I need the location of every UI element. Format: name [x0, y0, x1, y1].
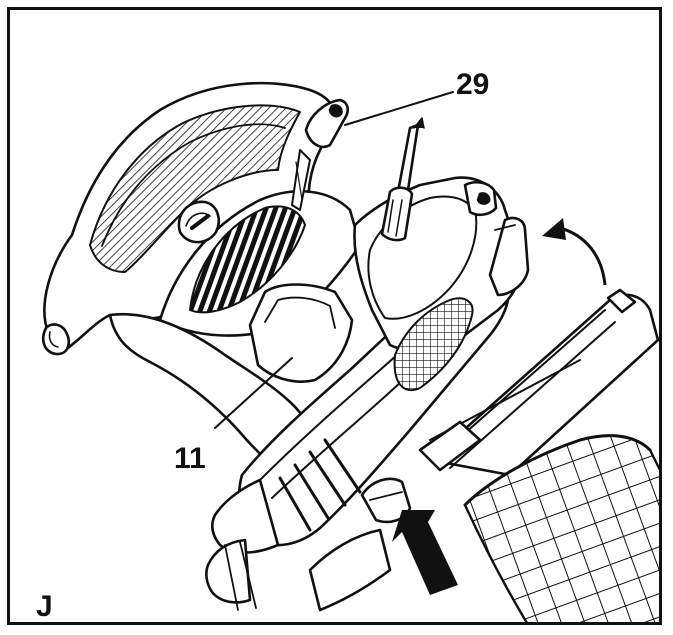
- lower-body: [108, 283, 354, 482]
- tube-connector: [308, 477, 412, 612]
- leader-line-11: [214, 357, 293, 429]
- curved-arrow-icon: [542, 218, 607, 286]
- leaf-blower-illustration: [42, 81, 659, 622]
- latch-screw: [291, 98, 350, 211]
- screwdriver: [380, 117, 425, 242]
- leader-line-29: [344, 91, 454, 126]
- panel-letter: J: [36, 590, 53, 623]
- callout-label-11: 11: [174, 442, 206, 475]
- push-arrow-icon: [392, 510, 458, 595]
- collection-bag: [463, 434, 659, 622]
- impeller-guard: [393, 297, 474, 392]
- figure-frame: 29 11 J: [7, 7, 662, 625]
- callout-label-29: 29: [456, 68, 490, 101]
- nozzle-tube: [418, 288, 659, 477]
